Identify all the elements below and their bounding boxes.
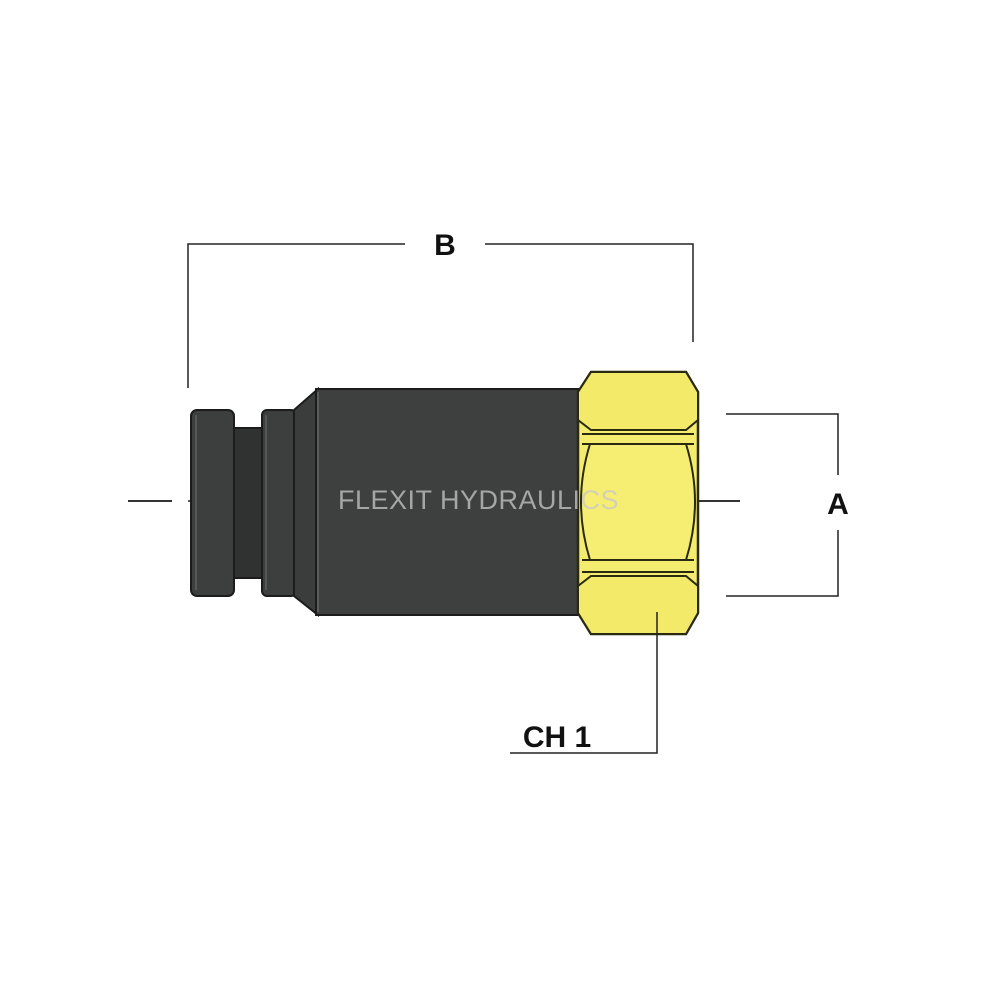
leader-ch1: CH 1 (510, 612, 658, 754)
watermark-text: FLEXIT HYDRAULICS (338, 485, 619, 515)
dimension-a: A (726, 413, 849, 597)
plug-body (190, 386, 579, 618)
main-cylinder (315, 388, 579, 616)
tip-ring (190, 409, 235, 597)
label-ch1: CH 1 (523, 721, 591, 754)
groove (233, 427, 265, 579)
second-ring (261, 409, 297, 597)
hex-nut (576, 370, 700, 636)
dimension-label-a: A (827, 488, 849, 521)
hex-bottom-flat (577, 575, 699, 635)
dimension-label-b: B (434, 229, 456, 262)
dimension-b: B (187, 229, 694, 388)
taper (293, 386, 319, 618)
hex-top-flat (577, 371, 699, 431)
